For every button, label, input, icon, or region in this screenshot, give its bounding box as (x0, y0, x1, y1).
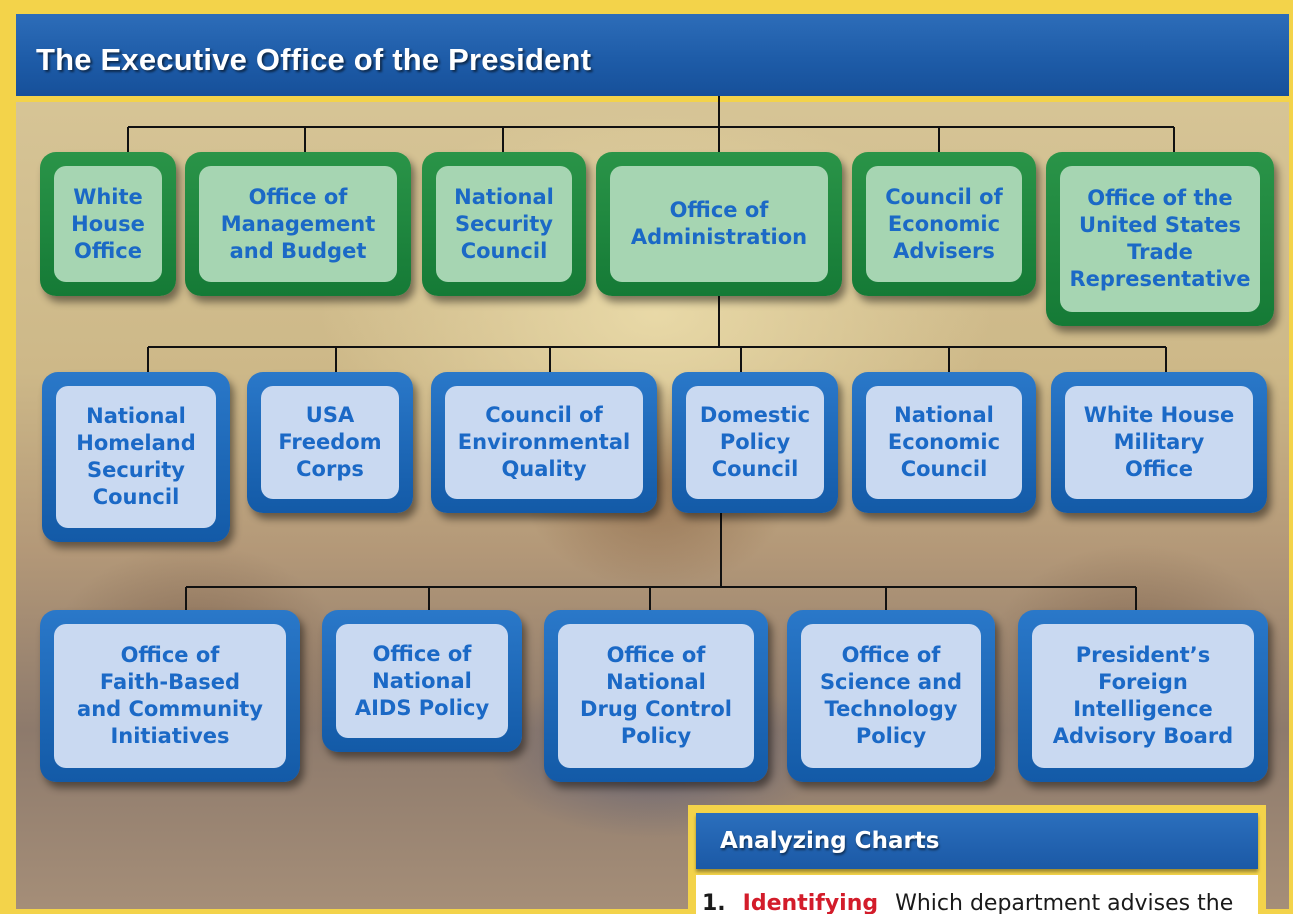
box-label: Office of Administration (630, 198, 808, 249)
box-inner: Office of Science and Technology Policy (801, 624, 981, 768)
box-inner: Council of Economic Advisers (866, 166, 1022, 282)
box-label: Office of National Drug Control Policy (580, 643, 732, 748)
box-faith-based-community-initiatives: Office of Faith-Based and Community Init… (40, 610, 300, 782)
box-label: Office of Management and Budget (220, 184, 376, 263)
box-national-homeland-security-council: National Homeland Security Council (42, 372, 230, 542)
box-label: Domestic Policy Council (699, 403, 811, 481)
box-inner: Office of Management and Budget (199, 166, 397, 282)
box-label: Council of Environmental Quality (457, 403, 631, 481)
box-usa-freedom-corps: USA Freedom Corps (247, 372, 413, 513)
box-domestic-policy-council: Domestic Policy Council (672, 372, 838, 513)
panel-title: Analyzing Charts (720, 828, 940, 854)
box-inner: National Homeland Security Council (56, 386, 216, 528)
box-label: White House Military Office (1083, 403, 1235, 481)
analyzing-charts-panel: Analyzing Charts 1. Identifying Which de… (688, 805, 1266, 914)
box-inner: Office of National AIDS Policy (336, 624, 508, 738)
box-inner: Office of Faith-Based and Community Init… (54, 624, 286, 768)
box-label: National Security Council (454, 184, 554, 263)
box-label: USA Freedom Corps (278, 403, 382, 481)
box-inner: Office of the United States Trade Repres… (1060, 166, 1260, 312)
box-label: National Economic Council (887, 403, 1001, 481)
question-text: Which department advises the (895, 891, 1234, 914)
title-bar: The Executive Office of the President (16, 14, 1289, 102)
box-presidents-foreign-intelligence-advisory-board: President’s Foreign Intelligence Advisor… (1018, 610, 1268, 782)
box-national-security-council: National Security Council (422, 152, 586, 296)
question-keyword: Identifying (742, 891, 879, 914)
box-white-house-office: White House Office (40, 152, 176, 296)
panel-header: Analyzing Charts (696, 813, 1258, 869)
question-number: 1. (702, 891, 726, 914)
box-label: Office of the United States Trade Repres… (1069, 186, 1251, 291)
box-office-of-management-and-budget: Office of Management and Budget (185, 152, 411, 296)
box-label: Council of Economic Advisers (885, 184, 1003, 263)
box-inner: Domestic Policy Council (686, 386, 824, 499)
box-science-and-technology-policy: Office of Science and Technology Policy (787, 610, 995, 782)
box-council-of-economic-advisers: Council of Economic Advisers (852, 152, 1036, 296)
box-inner: National Economic Council (866, 386, 1022, 499)
box-office-of-administration: Office of Administration (596, 152, 842, 296)
page-title: The Executive Office of the President (36, 42, 592, 77)
question-line: 1. Identifying Which department advises … (702, 891, 1233, 914)
box-inner: National Security Council (436, 166, 572, 282)
panel-body: 1. Identifying Which department advises … (696, 875, 1258, 914)
box-label: Office of National AIDS Policy (354, 641, 490, 720)
box-council-of-environmental-quality: Council of Environmental Quality (431, 372, 657, 513)
box-inner: White House Office (54, 166, 162, 282)
box-inner: President’s Foreign Intelligence Advisor… (1032, 624, 1254, 768)
box-national-economic-council: National Economic Council (852, 372, 1036, 513)
box-label: President’s Foreign Intelligence Advisor… (1052, 643, 1234, 748)
box-label: Office of Faith-Based and Community Init… (77, 643, 263, 748)
box-inner: White House Military Office (1065, 386, 1253, 499)
box-label: National Homeland Security Council (76, 404, 196, 509)
box-inner: Office of Administration (610, 166, 828, 282)
box-inner: Office of National Drug Control Policy (558, 624, 754, 768)
box-label: Office of Science and Technology Policy (819, 643, 963, 748)
box-national-aids-policy: Office of National AIDS Policy (322, 610, 522, 752)
box-label: White House Office (71, 184, 145, 263)
box-inner: USA Freedom Corps (261, 386, 399, 499)
box-inner: Council of Environmental Quality (445, 386, 643, 499)
box-office-of-us-trade-representative: Office of the United States Trade Repres… (1046, 152, 1274, 326)
box-national-drug-control-policy: Office of National Drug Control Policy (544, 610, 768, 782)
box-white-house-military-office: White House Military Office (1051, 372, 1267, 513)
